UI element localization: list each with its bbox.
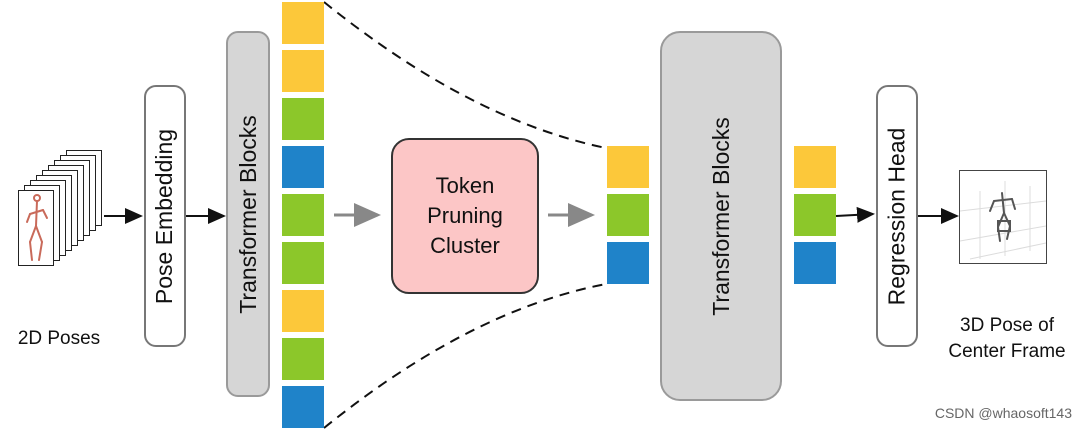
- transformer-blocks-2-label: Transformer Blocks: [707, 116, 734, 316]
- token-green: [282, 98, 324, 140]
- token-yellow: [607, 146, 649, 188]
- token-pruning-cluster: Token Pruning Cluster: [391, 138, 539, 294]
- token-blue: [607, 242, 649, 284]
- token-pruning-label: Token Pruning Cluster: [427, 173, 503, 258]
- skeleton-3d-icon: [959, 181, 1047, 260]
- token-blue: [282, 386, 324, 428]
- regression-head-label: Regression Head: [883, 127, 910, 305]
- pose-embedding-label: Pose Embedding: [151, 128, 178, 304]
- transformer-blocks-1-label: Transformer Blocks: [234, 114, 261, 314]
- token-green: [282, 194, 324, 236]
- pose-embedding-block: Pose Embedding: [144, 85, 186, 347]
- token-yellow: [282, 2, 324, 44]
- token-yellow: [794, 146, 836, 188]
- output-caption: 3D Pose of Center Frame: [948, 315, 1066, 362]
- token-green: [794, 194, 836, 236]
- output-3d-pose-frame: [959, 170, 1047, 264]
- token-yellow: [282, 50, 324, 92]
- token-green: [607, 194, 649, 236]
- dashed-funnel-top: [323, 1, 607, 149]
- dashed-funnel-bottom: [323, 283, 607, 429]
- watermark: CSDN @whaosoft143: [934, 405, 1072, 421]
- regression-head-block: Regression Head: [876, 85, 918, 347]
- token-blue: [794, 242, 836, 284]
- token-blue: [282, 146, 324, 188]
- token-yellow: [282, 290, 324, 332]
- skeleton-2d-icon: [26, 194, 48, 261]
- arrow-to-regression: [835, 206, 875, 223]
- transformer-blocks-2: Transformer Blocks: [660, 31, 782, 401]
- token-green: [282, 242, 324, 284]
- input-caption: 2D Poses: [17, 328, 101, 349]
- token-green: [282, 338, 324, 380]
- transformer-blocks-1: Transformer Blocks: [226, 31, 270, 397]
